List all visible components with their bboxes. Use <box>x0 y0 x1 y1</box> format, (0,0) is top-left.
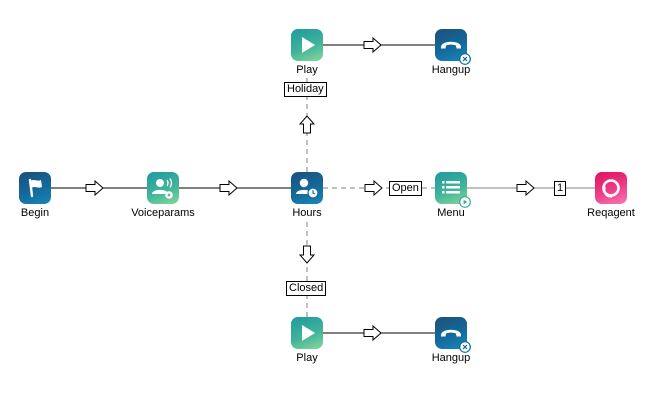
node-hours[interactable]: Hours <box>267 172 347 219</box>
close-badge-icon <box>459 341 471 353</box>
node-begin[interactable]: Begin <box>0 172 75 219</box>
node-label: Begin <box>20 207 50 219</box>
hangup-phone-icon <box>435 317 471 353</box>
node-play-top[interactable]: Play <box>267 29 347 76</box>
arrow-play-hangup-bottom <box>363 325 382 341</box>
node-label: Reqagent <box>587 207 635 219</box>
edge-label-open: Open <box>389 181 422 196</box>
node-hangup-bottom[interactable]: Hangup <box>411 317 491 364</box>
node-label: Play <box>296 352 318 364</box>
node-label: Menu <box>437 207 465 219</box>
node-label: Hangup <box>431 64 471 76</box>
node-label: Voiceparams <box>131 207 195 219</box>
node-hangup-top[interactable]: Hangup <box>411 29 491 76</box>
arrow-hours-play-top <box>299 115 315 134</box>
list-play-icon <box>435 172 471 208</box>
arrow-begin-voiceparams <box>85 180 104 196</box>
arrow-hours-menu <box>364 180 383 196</box>
node-reqagent[interactable]: Reqagent <box>571 172 651 219</box>
user-voice-settings-icon <box>147 172 179 204</box>
node-label: Play <box>296 64 318 76</box>
headset-icon <box>595 172 627 204</box>
node-voiceparams[interactable]: Voiceparams <box>123 172 203 219</box>
flag-icon <box>19 172 51 204</box>
close-badge-icon <box>459 53 471 65</box>
edge-label-menu-option: 1 <box>554 181 567 196</box>
hangup-phone-icon <box>435 29 471 65</box>
user-clock-icon <box>291 172 323 204</box>
play-badge-icon <box>459 196 471 208</box>
arrow-hours-play-bottom <box>299 245 315 264</box>
arrow-menu-reqagent <box>516 180 535 196</box>
arrow-voiceparams-hours <box>219 180 238 196</box>
edge-label-holiday: Holiday <box>284 82 327 97</box>
node-label: Hours <box>292 207 322 219</box>
node-label: Hangup <box>431 352 471 364</box>
arrow-play-hangup-top <box>363 37 382 53</box>
node-menu[interactable]: Menu <box>411 172 491 219</box>
node-play-bottom[interactable]: Play <box>267 317 347 364</box>
play-icon <box>291 29 323 61</box>
play-icon <box>291 317 323 349</box>
edge-label-closed: Closed <box>286 281 327 296</box>
